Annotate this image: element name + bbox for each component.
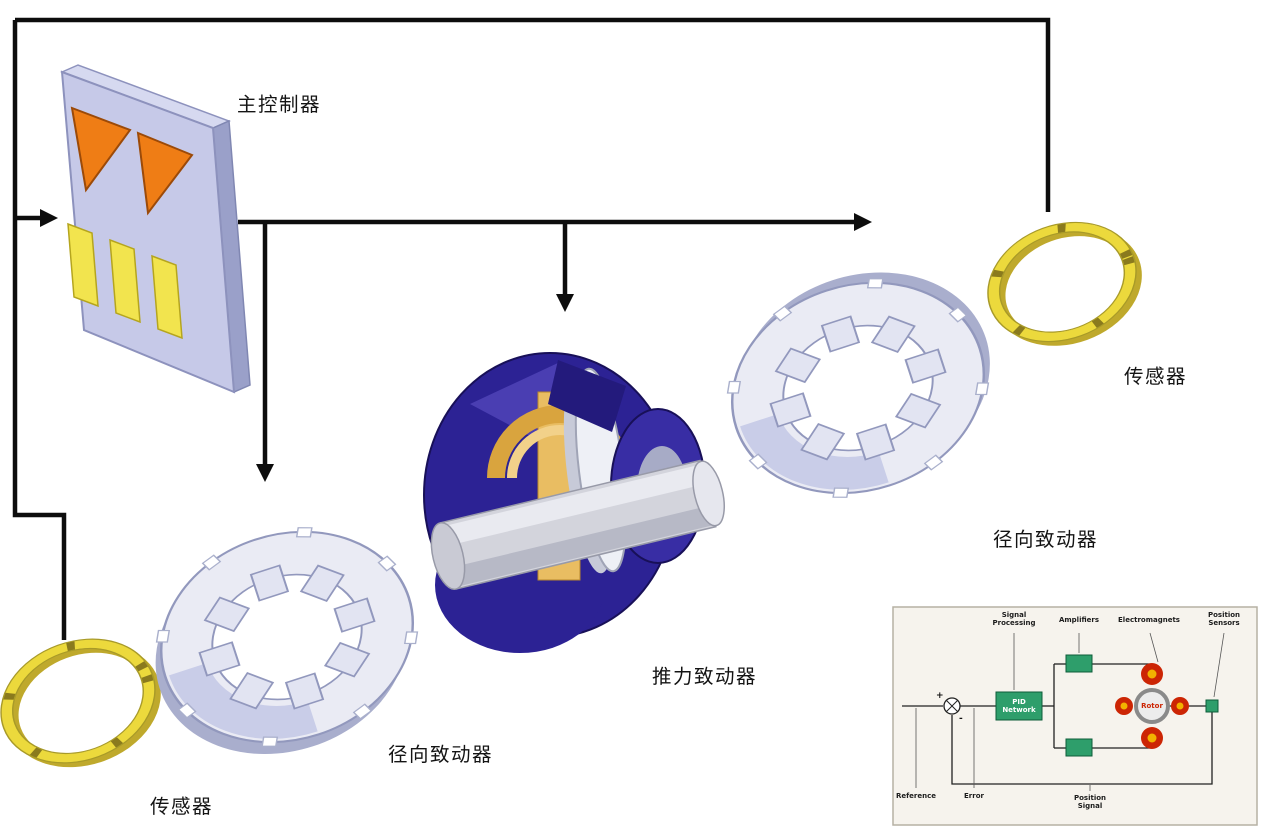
sensor-ring-segments xyxy=(1,639,155,763)
sensor-ring-band xyxy=(1,639,155,763)
arrowheads xyxy=(40,209,872,482)
board-capacitor xyxy=(151,254,183,340)
top-feedback-line xyxy=(15,17,1051,212)
sensor-ring-bottom-left xyxy=(0,638,161,768)
amplifier-box-bottom xyxy=(1065,738,1093,757)
stator-outer-notches xyxy=(726,278,990,498)
label-sensor-top-right: 传感器 xyxy=(1124,365,1188,388)
electromagnet-coils xyxy=(1115,663,1189,749)
inset-label-error: Error xyxy=(964,792,984,800)
thrust-actuator-assembly xyxy=(423,352,725,653)
inset-label-pid-network: PID Network xyxy=(1002,698,1036,715)
rotor-circle xyxy=(1134,688,1170,724)
shaft-right-cap xyxy=(692,460,725,527)
label-thrust-actuator: 推力致动器 xyxy=(652,665,758,688)
arrow-right-actuator-icon xyxy=(854,213,872,231)
inset-control-diagram xyxy=(892,606,1258,826)
arrow-down-radial-icon xyxy=(256,464,274,482)
sensor-ring-outline xyxy=(12,647,144,755)
stator-shading xyxy=(169,662,318,739)
stator-teeth xyxy=(198,564,376,710)
inset-label-rotor: Rotor xyxy=(1141,702,1163,710)
board-triangle-chip xyxy=(136,131,194,216)
inset-label-electromagnets: Electromagnets xyxy=(1118,616,1180,624)
stator-shading xyxy=(740,413,889,490)
position-sensor-box xyxy=(1205,699,1219,713)
inset-minus-sign: - xyxy=(959,714,963,724)
label-sensor-bottom-left: 传感器 xyxy=(150,795,214,818)
inset-leader-lines xyxy=(915,632,1225,791)
label-radial-actuator-right: 径向致动器 xyxy=(993,528,1099,551)
arrow-into-controller-icon xyxy=(40,209,58,227)
pid-network-box xyxy=(995,691,1043,721)
stator-outer-notches xyxy=(155,527,419,747)
radial-actuator-right-ring xyxy=(726,272,990,498)
label-radial-actuator-left: 径向致动器 xyxy=(388,743,494,766)
amplifier-box-top xyxy=(1065,654,1093,673)
sensor-ring-outline xyxy=(998,231,1126,333)
summing-cross-icon xyxy=(946,700,958,712)
sensor-ring-outline xyxy=(0,638,156,764)
stator-teeth xyxy=(769,315,947,461)
signal-lines xyxy=(12,17,1051,640)
inset-label-position-sensors: Position Sensors xyxy=(1207,611,1241,628)
board-triangle-chip xyxy=(70,106,132,193)
label-main-controller: 主控制器 xyxy=(237,93,322,116)
inset-label-position-signal: Position Signal xyxy=(1073,794,1107,811)
sensor-ring-top-right xyxy=(987,221,1142,346)
board-capacitor xyxy=(67,222,99,308)
arrow-down-thrust-icon xyxy=(556,294,574,312)
board-capacitor xyxy=(109,238,141,324)
thrust-top-wedge xyxy=(548,360,626,432)
inset-frame xyxy=(892,606,1258,826)
radial-actuator-left-ring xyxy=(155,527,419,755)
inset-label-signal-processing: Signal Processing xyxy=(992,611,1036,628)
inset-plus-sign: + xyxy=(936,691,944,701)
sensor-ring-outline xyxy=(987,221,1137,343)
inset-label-amplifiers: Amplifiers xyxy=(1058,616,1100,624)
sensor-ring-band xyxy=(988,222,1136,342)
main-controller-board xyxy=(59,64,251,394)
inset-label-reference: Reference xyxy=(896,792,937,800)
left-feedback-line xyxy=(12,20,67,640)
rotor-shaft xyxy=(430,459,725,590)
shaft-left-cap xyxy=(430,522,466,590)
